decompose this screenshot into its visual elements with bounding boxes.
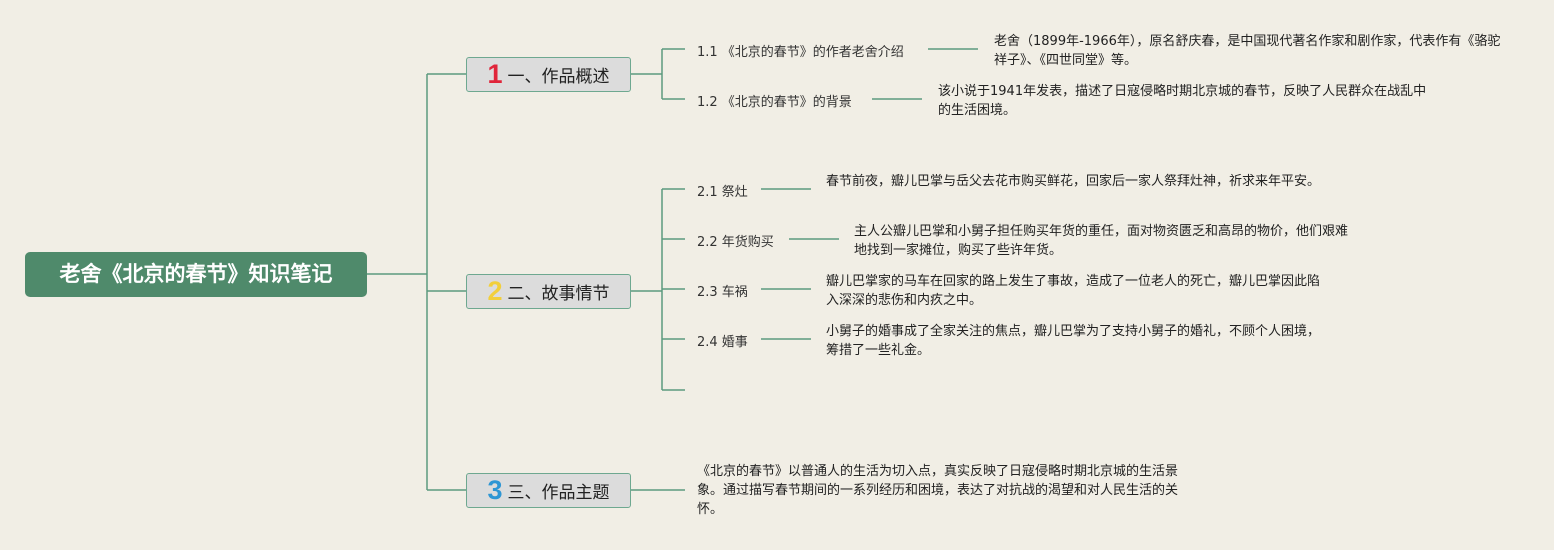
subtopic-2-2-text: 主人公瓣儿巴掌和小舅子担任购买年货的重任，面对物资匮乏和高昂的物价，他们艰难地找… [854, 224, 1349, 258]
subtopic-1-1-label: 1.1 《北京的春节》的作者老舍介绍 [697, 45, 904, 60]
branch-3-title: 三、作品主题 [507, 483, 610, 503]
subtopic-2-2-label: 2.2 年货购买 [697, 235, 774, 250]
root-topic: 老舍《北京的春节》知识笔记 [25, 252, 367, 297]
subtopic-1-1-text: 老舍（1899年-1966年），原名舒庆春，是中国现代著名作家和剧作家，代表作有… [994, 34, 1501, 68]
subtopic-2-1-text: 春节前夜，瓣儿巴掌与岳父去花市购买鲜花，回家后一家人祭拜灶神，祈求来年平安。 [826, 174, 1321, 189]
subtopic-2-3-text: 瓣儿巴掌家的马车在回家的路上发生了事故，造成了一位老人的死亡，瓣儿巴掌因此陷入深… [826, 274, 1321, 308]
branch-1-title: 一、作品概述 [507, 67, 610, 87]
subtopic-2-3-label: 2.3 车祸 [697, 285, 748, 300]
subtopic-1-2-label: 1.2 《北京的春节》的背景 [697, 95, 852, 110]
number-1-icon: 1 [487, 59, 503, 89]
branch-2-topic: 2 二、故事情节 [466, 274, 631, 309]
branch-3-topic: 3 三、作品主题 [466, 473, 631, 508]
subtopic-3-text: 《北京的春节》以普通人的生活为切入点，真实反映了日寇侵略时期北京城的生活景象。通… [697, 464, 1179, 517]
subtopic-2-4-label: 2.4 婚事 [697, 335, 748, 350]
subtopic-1-2-text: 该小说于1941年发表，描述了日寇侵略时期北京城的春节，反映了人民群众在战乱中的… [938, 84, 1427, 118]
subtopic-2-4-text: 小舅子的婚事成了全家关注的焦点，瓣儿巴掌为了支持小舅子的婚礼，不顾个人困境，筹措… [826, 324, 1321, 358]
number-3-icon: 3 [487, 475, 503, 505]
branch-1-topic: 1 一、作品概述 [466, 57, 631, 92]
branch-2-title: 二、故事情节 [507, 284, 610, 304]
number-2-icon: 2 [487, 276, 503, 306]
subtopic-2-1-label: 2.1 祭灶 [697, 185, 748, 200]
